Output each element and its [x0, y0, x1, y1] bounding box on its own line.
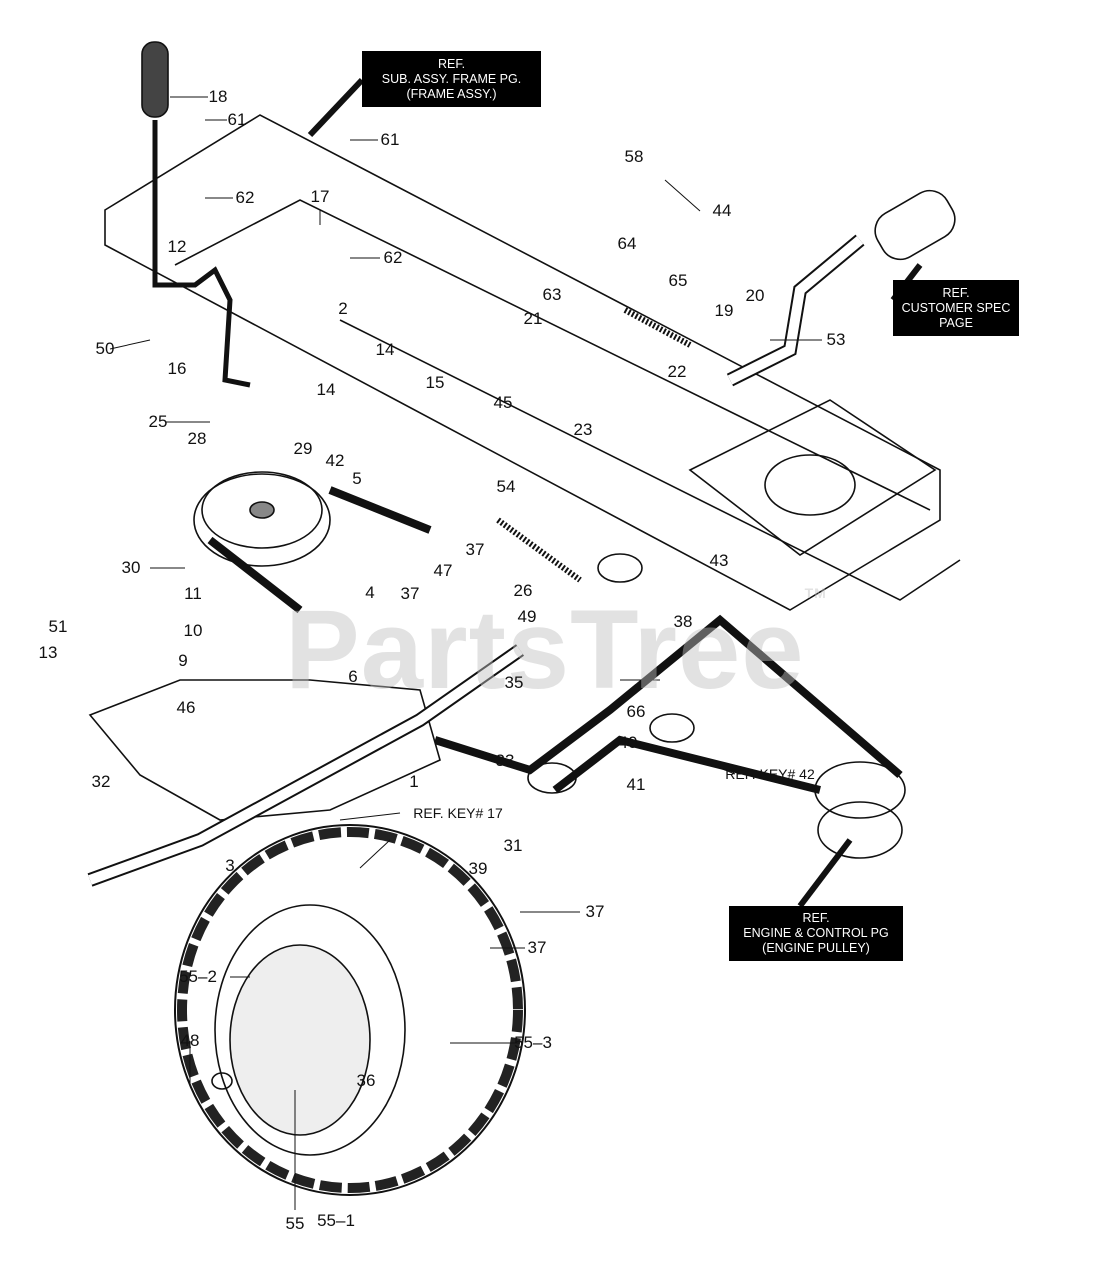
part-callout[interactable]: 37 [465, 540, 485, 559]
part-callout[interactable]: 45 [493, 393, 513, 412]
transaxle [87, 644, 525, 887]
part-callout[interactable]: 11 [184, 584, 202, 603]
part-callout[interactable]: 19 [714, 301, 734, 320]
part-callout[interactable]: 44 [712, 201, 732, 220]
part-callout[interactable]: 5 [352, 469, 362, 488]
part-callout[interactable]: REF. KEY# 42 [725, 766, 815, 782]
part-callout[interactable]: 20 [745, 286, 765, 305]
part-callout[interactable]: 55 [285, 1214, 305, 1233]
part-callout[interactable]: 51 [48, 617, 68, 636]
leader-lines [109, 96, 822, 1210]
part-callout[interactable]: 2 [338, 299, 348, 318]
part-callout[interactable]: 22 [667, 362, 687, 381]
watermark: PartsTreeTM [285, 585, 827, 712]
idler-pulleys [527, 553, 906, 859]
engine-ref-pointer [797, 838, 853, 908]
part-callout[interactable]: 6 [348, 667, 358, 686]
part-callout[interactable]: 47 [433, 561, 453, 580]
part-callout[interactable]: 25 [148, 412, 168, 431]
part-callout[interactable]: 14 [316, 380, 336, 399]
part-callout[interactable]: 13 [38, 643, 58, 662]
part-callout[interactable]: 49 [517, 607, 537, 626]
part-callout[interactable]: 10 [183, 621, 203, 640]
part-callout[interactable]: 55–2 [179, 967, 217, 986]
transaxle-pulley [193, 471, 331, 567]
part-callout[interactable]: 26 [513, 581, 533, 600]
lift-handle [726, 189, 956, 387]
part-callout[interactable]: 61 [380, 130, 400, 149]
ref-box-frame-assy: REF.SUB. ASSY. FRAME PG.(FRAME ASSY.) [362, 51, 541, 107]
part-callout[interactable]: 15 [425, 373, 445, 392]
part-callout[interactable]: 39 [468, 859, 488, 878]
part-callout[interactable]: 37 [585, 902, 605, 921]
part-callout[interactable]: 62 [235, 188, 255, 207]
part-callout[interactable]: 38 [673, 612, 693, 631]
part-callout[interactable]: 17 [310, 187, 330, 206]
part-callout[interactable]: 35 [504, 673, 524, 692]
drive-belt [207, 486, 903, 794]
part-callout[interactable]: 62 [383, 248, 403, 267]
part-callout[interactable]: 64 [617, 234, 637, 253]
part-callout[interactable]: 1 [409, 772, 419, 791]
part-callout[interactable]: 48 [180, 1031, 200, 1050]
part-callout[interactable]: 66 [626, 702, 646, 721]
part-callout[interactable]: 21 [523, 309, 543, 328]
part-callout[interactable]: 28 [187, 429, 207, 448]
part-callout[interactable]: 58 [624, 147, 644, 166]
part-callout[interactable]: 46 [176, 698, 196, 717]
part-callout[interactable]: 65 [668, 271, 688, 290]
frame-ref-pointer [307, 77, 365, 138]
part-callout[interactable]: 50 [95, 339, 115, 358]
part-callout[interactable]: 3 [225, 856, 235, 875]
part-callout[interactable]: 30 [121, 558, 141, 577]
part-callout[interactable]: 9 [178, 651, 188, 670]
part-callout[interactable]: 61 [227, 110, 247, 129]
part-callout[interactable]: 55–3 [514, 1033, 552, 1052]
part-callout[interactable]: 16 [167, 359, 187, 378]
part-callout[interactable]: 53 [826, 330, 846, 349]
part-callout[interactable]: 31 [503, 836, 523, 855]
part-callout[interactable]: 37 [400, 584, 420, 603]
part-callout[interactable]: 29 [293, 439, 313, 458]
part-callout[interactable]: 54 [496, 477, 516, 496]
ref-box-engine-pulley: REF.ENGINE & CONTROL PG(ENGINE PULLEY) [729, 906, 903, 961]
part-callout[interactable]: 36 [356, 1071, 376, 1090]
part-callout[interactable]: 42 [325, 451, 345, 470]
part-callout[interactable]: 23 [573, 420, 593, 439]
frame-rails [104, 114, 961, 611]
part-callout[interactable]: 63 [542, 285, 562, 304]
rear-wheel [174, 824, 526, 1196]
part-callout[interactable]: REF. KEY# 17 [413, 805, 503, 821]
part-callout[interactable]: 41 [626, 775, 646, 794]
part-callout[interactable]: 12 [167, 237, 187, 256]
part-callout[interactable]: 32 [91, 772, 111, 791]
part-callout[interactable]: 33 [495, 751, 515, 770]
part-callout[interactable]: 55–1 [317, 1211, 355, 1230]
part-callout[interactable]: 37 [527, 938, 547, 957]
spring [496, 307, 692, 583]
part-callout[interactable]: 14 [375, 340, 395, 359]
part-callout[interactable]: 18 [208, 87, 228, 106]
part-callout[interactable]: 40 [618, 733, 638, 752]
shift-lever [141, 41, 251, 388]
part-callout[interactable]: 43 [709, 551, 729, 570]
part-callout[interactable]: 4 [365, 583, 375, 602]
